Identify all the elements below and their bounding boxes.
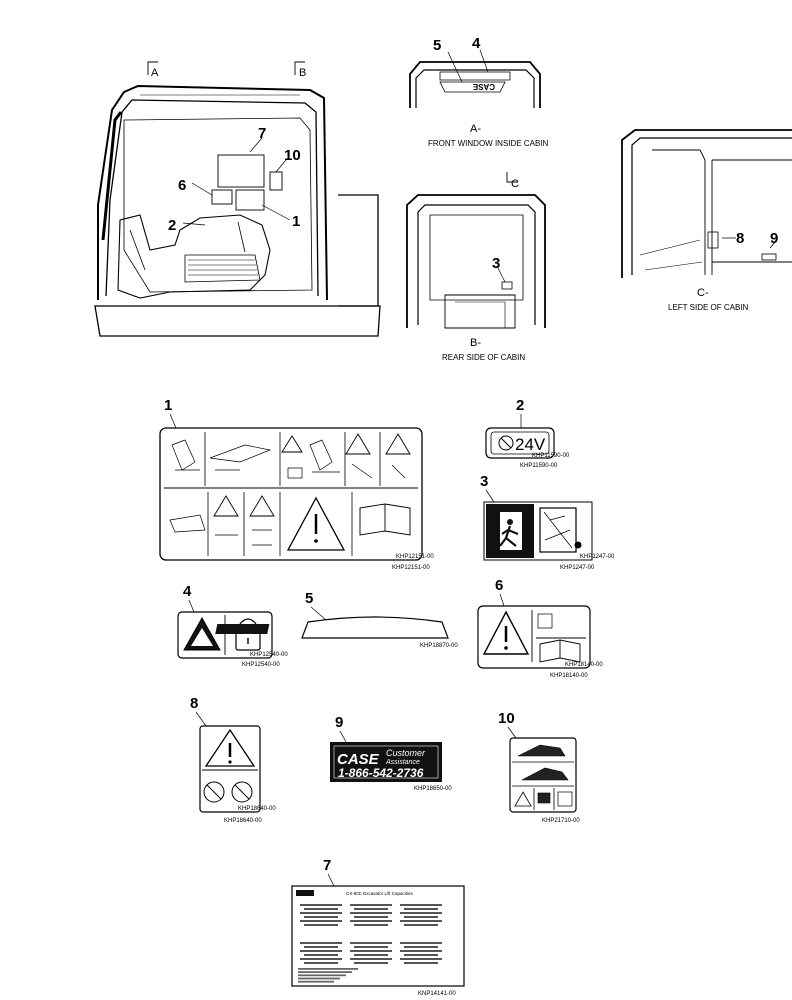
view-b-caption: REAR SIDE OF CABIN xyxy=(442,353,525,362)
decal-9-customer: Customer xyxy=(386,748,426,758)
view-b-rear-side xyxy=(406,172,546,329)
decal-5-part-number: KHP18870-00 xyxy=(420,643,458,649)
callout-5: 5 xyxy=(305,590,313,607)
decal-5-logo-text: CASE xyxy=(360,625,388,636)
decal-9-assistance: Assistance xyxy=(385,759,420,766)
decal-2-voltage-label xyxy=(485,427,555,459)
decal-7-tables xyxy=(298,904,442,983)
callout-9: 9 xyxy=(335,714,343,731)
decal-2-part-number: KHP11590-00 xyxy=(520,463,558,469)
lift-footnote-line xyxy=(298,968,358,970)
callout-4: 4 xyxy=(183,583,192,600)
decal-2-voltage: 24V xyxy=(515,435,546,454)
decal-3-inner-code: KHP1247-00 xyxy=(580,554,615,560)
callout-6: 6 xyxy=(495,577,503,594)
callout-5-view-a: 5 xyxy=(433,37,441,54)
view-c-left-side xyxy=(621,129,792,278)
lift-table-block xyxy=(300,942,342,964)
decal-1-safety-panel xyxy=(159,427,423,561)
callout-10: 10 xyxy=(498,710,515,727)
lift-table-block xyxy=(300,904,342,926)
decal-6-part-number: KHP18140-00 xyxy=(550,673,588,679)
callout-2-main: 2 xyxy=(168,217,176,234)
decal-4-part-number: KHP12540-00 xyxy=(242,662,280,668)
decal-9-customer-assistance xyxy=(330,742,442,782)
section-marker-c: C xyxy=(511,178,519,190)
decal-1-inner-code: KHP12151-00 xyxy=(396,554,434,560)
decal-7-part-number: KNP14141-00 xyxy=(418,991,456,997)
decal-2-inner-code: KHP11590-00 xyxy=(532,453,570,459)
decal-4-inner-code: KHP12540-00 xyxy=(250,652,288,658)
lift-table-block xyxy=(350,942,392,964)
callout-8-view-c: 8 xyxy=(736,230,744,247)
decal-7-title: CX-80C Excavator Lift Capacities xyxy=(346,891,414,896)
callout-7-main: 7 xyxy=(258,125,266,142)
callout-3: 3 xyxy=(480,473,488,490)
lift-footnote-line xyxy=(298,971,352,973)
callout-6-main: 6 xyxy=(178,177,186,194)
decal-7-lift-capacity-chart xyxy=(291,885,465,987)
decal-8-inner-code: KHP18640-00 xyxy=(238,806,276,812)
decal-3-part-number: KHP1247-00 xyxy=(560,565,595,571)
lift-table-block xyxy=(400,942,442,964)
callout-7: 7 xyxy=(323,857,331,874)
main-cab-view xyxy=(94,61,381,337)
callout-1-main: 1 xyxy=(292,213,300,230)
view-a-case-mark: CASE xyxy=(472,82,495,91)
decal-9-brand: CASE xyxy=(337,751,380,768)
lift-table-block xyxy=(400,904,442,926)
decal-8-warning-panel xyxy=(199,725,261,813)
decal-6-warning-manual xyxy=(477,605,591,669)
decal-8-part-number: KHP18640-00 xyxy=(224,818,262,824)
decal-1-part-number: KHP12151-00 xyxy=(392,565,430,571)
section-marker-b: B xyxy=(299,67,306,79)
lift-table-block xyxy=(350,904,392,926)
decal-9-part-number: KHP18650-00 xyxy=(414,786,452,792)
view-c-caption: LEFT SIDE OF CABIN xyxy=(668,303,749,312)
callout-1: 1 xyxy=(164,397,172,414)
view-b-label: B- xyxy=(470,337,481,349)
callout-3-view-b: 3 xyxy=(492,255,500,272)
callout-2: 2 xyxy=(516,397,524,414)
decal-5-case-logo xyxy=(215,616,449,639)
decal-10-operation-panel xyxy=(509,737,577,813)
view-a-label: A- xyxy=(470,123,481,135)
callout-4-view-a: 4 xyxy=(472,35,481,52)
callout-9-view-c: 9 xyxy=(770,230,778,247)
callout-8: 8 xyxy=(190,695,198,712)
lift-footnote-line xyxy=(298,974,346,977)
lift-footnote-line xyxy=(298,980,334,983)
view-a-front-window xyxy=(409,49,541,108)
decal-4-lockout-label xyxy=(177,611,273,659)
section-marker-a: A xyxy=(151,67,159,79)
view-a-caption: FRONT WINDOW INSIDE CABIN xyxy=(428,139,549,148)
view-c-label: C- xyxy=(697,287,709,299)
callout-10-main: 10 xyxy=(284,147,301,164)
decal-9-phone: 1-866-542-2736 xyxy=(338,766,424,780)
lift-footnote-line xyxy=(298,977,340,980)
decal-3-emergency-exit xyxy=(483,501,593,561)
decal-6-inner-code: KHP18140-00 xyxy=(565,662,603,668)
decal-10-part-number: KHP21710-00 xyxy=(542,818,580,824)
